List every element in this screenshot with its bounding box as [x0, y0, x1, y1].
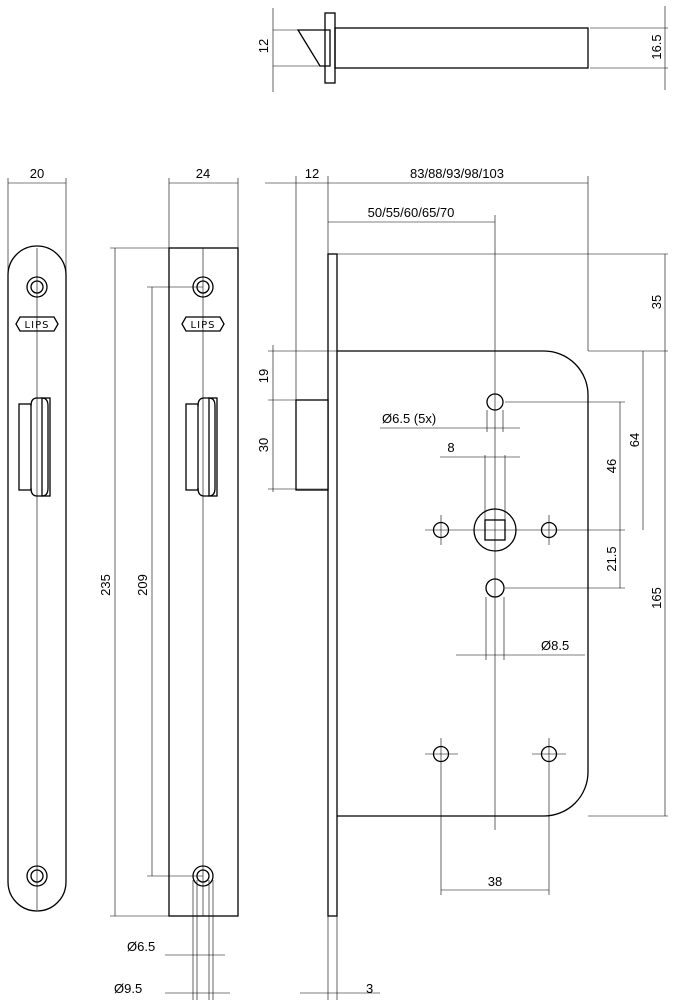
- dim-38: 38: [488, 874, 502, 889]
- dim-64: 64: [627, 433, 642, 447]
- dim-plate-width-20: 20: [30, 166, 44, 181]
- dim-21-5: 21.5: [604, 546, 619, 571]
- strike-plate-rounded: 20 LIPS: [7, 166, 67, 912]
- lock-body-side-view: 12 83/88/93/98/103 50/55/60/65/70 35 165…: [256, 166, 668, 1000]
- dim-hole-spacing-209: 209: [135, 574, 150, 596]
- dim-hole-8-5: Ø8.5: [541, 638, 569, 653]
- screw-hole-top: [26, 276, 48, 298]
- cylinder-hole: [485, 578, 505, 598]
- brand-logo: LIPS: [25, 320, 50, 331]
- dim-faceplate-12: 12: [305, 166, 319, 181]
- dim-165: 165: [649, 587, 664, 609]
- dim-backset-small: 50/55/60/65/70: [368, 205, 455, 220]
- latch-slot: [18, 397, 51, 497]
- dim-latch-16-5: 16.5: [649, 34, 664, 59]
- dim-latch-12: 12: [256, 39, 271, 53]
- screw-hole-bottom: [26, 865, 48, 887]
- dim-hole-6-5: Ø6.5: [127, 939, 155, 954]
- brand-logo: LIPS: [191, 320, 216, 331]
- dim-19: 19: [256, 369, 271, 383]
- dim-backset-range: 83/88/93/98/103: [410, 166, 504, 181]
- latch-slot: [185, 397, 218, 497]
- dim-35: 35: [649, 295, 664, 309]
- dim-spindle-8: 8: [447, 440, 454, 455]
- dim-hole-9-5: Ø9.5: [114, 981, 142, 996]
- dim-30: 30: [256, 438, 271, 452]
- latch-top-view: 12 16.5: [256, 6, 668, 92]
- dim-46: 46: [604, 459, 619, 473]
- dim-height-235: 235: [98, 574, 113, 596]
- dim-plate-width-24: 24: [196, 166, 210, 181]
- screw-hole: [486, 393, 504, 411]
- dim-hole-6-5-5x: Ø6.5 (5x): [382, 411, 436, 426]
- dim-faceplate-3: 3: [366, 981, 373, 996]
- forend-plate: 24 LIPS 235 209: [98, 166, 239, 1000]
